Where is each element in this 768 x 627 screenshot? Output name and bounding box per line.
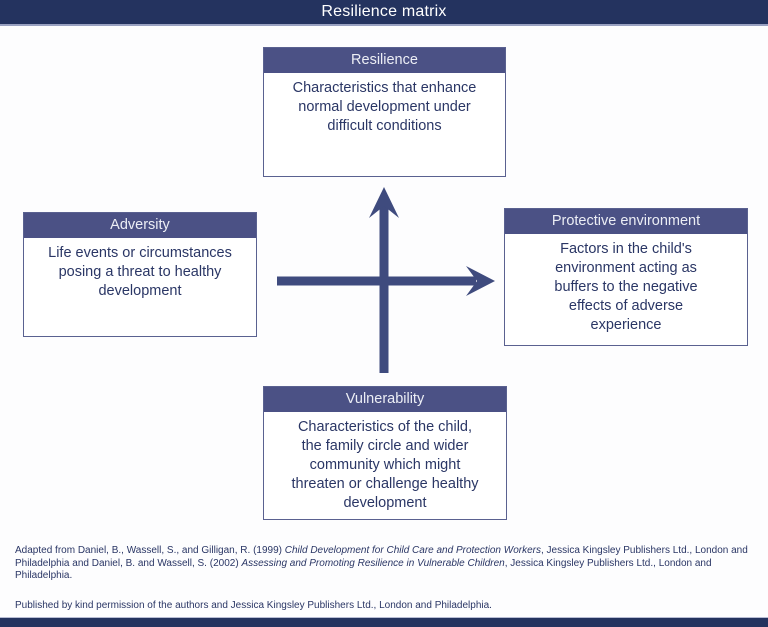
attribution-book-title-1: Child Development for Child Care and Pro… — [284, 545, 541, 556]
protective-environment-box-description: Factors in the child's environment actin… — [554, 241, 698, 333]
page-title: Resilience matrix — [321, 3, 447, 20]
vulnerability-box-header: Vulnerability — [264, 387, 506, 412]
title-bar: Resilience matrix — [0, 0, 768, 26]
attribution-part2: , Jessica Kingsley Publishers Ltd., Lond… — [15, 545, 748, 569]
permission-text: Published by kind permission of the auth… — [15, 600, 492, 611]
resilience-box-header: Resilience — [264, 48, 505, 73]
attribution-part1: Adapted from Daniel, B., Wassell, S., an… — [15, 545, 285, 556]
right-arrow-icon — [466, 266, 495, 296]
bottom-bar — [0, 617, 768, 627]
horizontal-axis-line — [277, 276, 476, 286]
vertical-axis-line — [379, 204, 389, 373]
vulnerability-box-description: Characteristics of the child, the family… — [291, 419, 479, 511]
resilience-box-description: Characteristics that enhance normal deve… — [292, 80, 477, 134]
adversity-box: Adversity Life events or circumstances p… — [23, 212, 257, 337]
adversity-box-header: Adversity — [24, 213, 256, 238]
up-arrow-icon — [369, 187, 399, 218]
resilience-box: Resilience Characteristics that enhance … — [263, 47, 506, 177]
protective-environment-box: Protective environment Factors in the ch… — [504, 208, 748, 346]
attribution-text: Adapted from Daniel, B., Wassell, S., an… — [15, 545, 751, 583]
adversity-box-description: Life events or circumstances posing a th… — [48, 245, 232, 299]
attribution-book-title-2: Assessing and Promoting Resilience in Vu… — [241, 557, 505, 569]
protective-environment-box-header: Protective environment — [505, 209, 747, 234]
vulnerability-box: Vulnerability Characteristics of the chi… — [263, 386, 507, 520]
attribution-part3: , Jessica Kingsley Publishers Ltd., Lond… — [15, 557, 712, 582]
